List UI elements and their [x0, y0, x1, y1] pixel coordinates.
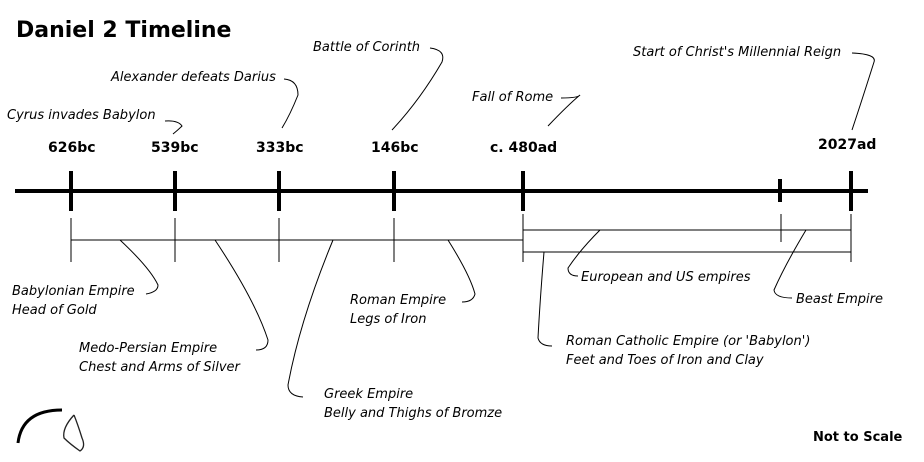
empire-medo-persian-metal: Chest and Arms of Silver — [79, 360, 242, 375]
leader-line — [773, 229, 807, 299]
date-label: 146bc — [371, 140, 419, 156]
horse-head-logo — [16, 408, 85, 452]
date-label: 539bc — [151, 140, 199, 156]
not-to-scale-note: Not to Scale — [813, 430, 903, 445]
leader-line — [214, 239, 269, 351]
leader-line — [287, 239, 334, 398]
leader-line — [851, 52, 875, 131]
leader-line — [164, 120, 183, 135]
event-alexander: Alexander defeats Darius — [110, 70, 276, 85]
date-label: c. 480ad — [490, 140, 557, 156]
empire-greek-metal: Belly and Thighs of Bromze — [324, 406, 502, 421]
empire-roman-metal: Legs of Iron — [350, 312, 426, 327]
leader-line — [447, 239, 476, 303]
empire-greek-name: Greek Empire — [324, 387, 413, 402]
event-corinth: Battle of Corinth — [313, 40, 420, 55]
empire-babylonian-name: Babylonian Empire — [12, 284, 135, 299]
empire-babylonian-metal: Head of Gold — [12, 303, 97, 318]
empire-catholic-metal: Feet and Toes of Iron and Clay — [566, 353, 764, 368]
leader-line — [547, 94, 581, 127]
diagram-title: Daniel 2 Timeline — [16, 18, 231, 43]
date-label: 626bc — [48, 140, 96, 156]
empire-medo-persian-name: Medo-Persian Empire — [79, 341, 217, 356]
event-fall-of-rome: Fall of Rome — [472, 90, 553, 105]
event-millennial-reign: Start of Christ's Millennial Reign — [633, 45, 841, 60]
leader-line — [281, 78, 299, 129]
date-label: 333bc — [256, 140, 304, 156]
axis-ticks — [69, 171, 853, 211]
leader-line — [119, 239, 159, 295]
date-label: 2027ad — [818, 137, 876, 153]
event-cyrus: Cyrus invades Babylon — [7, 108, 156, 123]
leader-line — [391, 47, 444, 131]
leader-line — [537, 251, 553, 347]
empire-beast: Beast Empire — [796, 292, 883, 307]
empire-catholic-name: Roman Catholic Empire (or 'Babylon') — [566, 334, 810, 349]
empire-roman-name: Roman Empire — [350, 293, 446, 308]
leader-line — [567, 229, 601, 277]
period-bars — [70, 214, 852, 262]
empire-european-us: European and US empires — [581, 270, 751, 285]
